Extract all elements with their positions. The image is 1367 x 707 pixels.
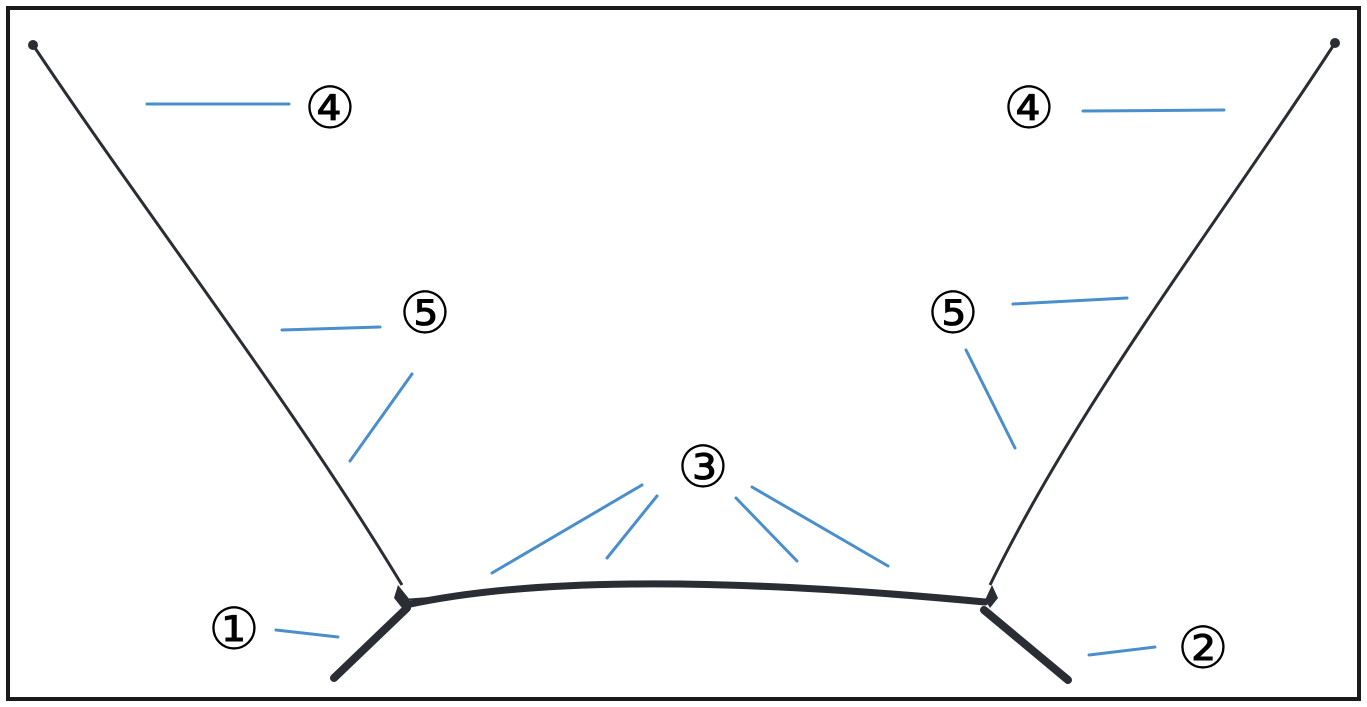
- pointer-line-3-c: [734, 496, 799, 563]
- pointer-line-5-left-a: [280, 325, 382, 332]
- marker-4-left: ④: [304, 74, 356, 142]
- marker-4-right: ④: [1003, 74, 1055, 142]
- pointer-line-5-right-b: [964, 348, 1017, 450]
- central-beam: [402, 580, 989, 609]
- pointer-line-3-a: [490, 483, 644, 575]
- pointer-line-3-b: [605, 494, 659, 560]
- left-wire: [31, 44, 404, 586]
- left-junction: [394, 585, 410, 608]
- marker-2: ②: [1177, 614, 1229, 682]
- left-junction-brace: [401, 597, 431, 601]
- left-wire-end-cap: [28, 40, 38, 50]
- right-junction-brace: [961, 597, 991, 601]
- marker-3: ③: [677, 433, 729, 501]
- pointer-line-5-left-b: [348, 372, 414, 463]
- pointer-lines: [145, 102, 1226, 657]
- pointer-line-3-d: [750, 485, 890, 568]
- pointer-line-5-right-a: [1011, 296, 1129, 306]
- marker-5-left: ⑤: [399, 279, 451, 347]
- pointer-line-1: [274, 628, 340, 639]
- right-wire-end-cap: [1330, 38, 1340, 48]
- right-junction: [985, 585, 998, 608]
- left-leg: [330, 604, 411, 682]
- right-wire: [988, 42, 1337, 586]
- marker-1: ①: [208, 595, 260, 663]
- right-leg: [980, 606, 1072, 684]
- pointer-line-4-right: [1081, 108, 1226, 113]
- pointer-line-2: [1087, 645, 1157, 657]
- marker-5-right: ⑤: [927, 279, 979, 347]
